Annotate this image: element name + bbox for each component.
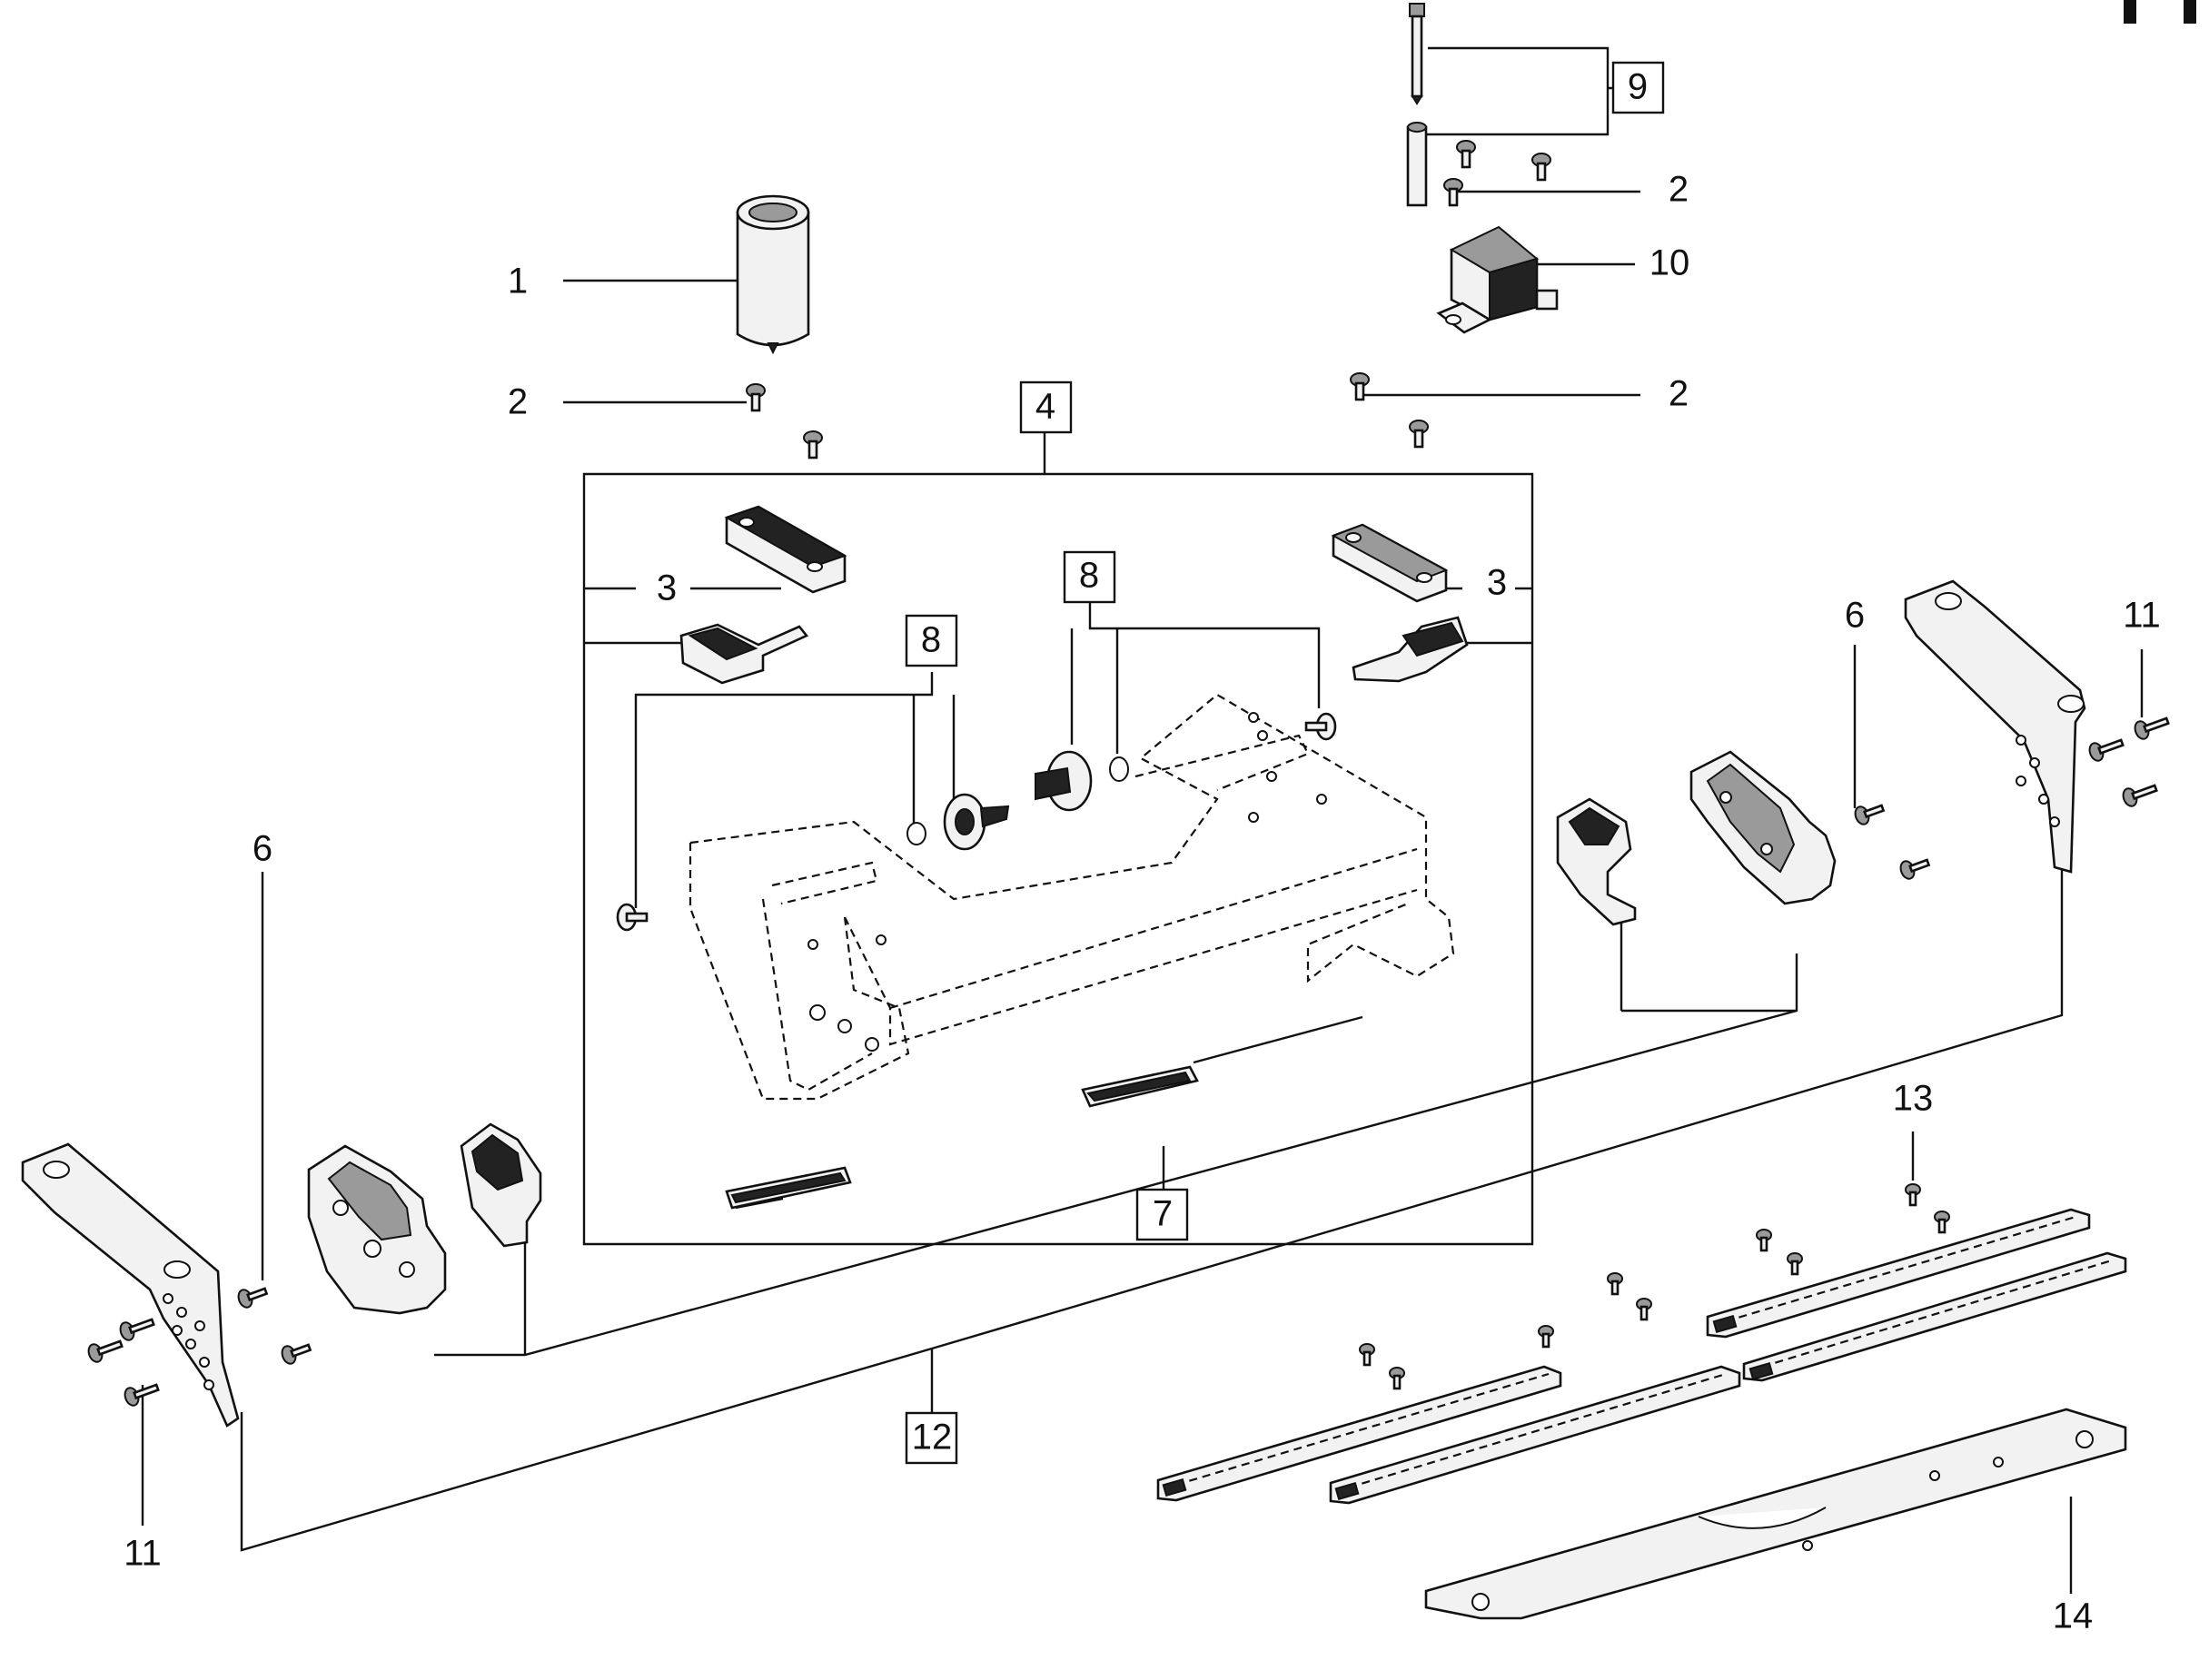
callout-9: 9 — [1628, 67, 1648, 107]
corner-marker — [2124, 0, 2136, 24]
callout-6: 6 — [253, 829, 272, 869]
callout-2: 2 — [508, 382, 528, 422]
callout-13: 13 — [1893, 1079, 1934, 1119]
guide-rail-icon — [1156, 1208, 2127, 1505]
bolt-and-spacer-icon — [1406, 3, 1428, 207]
spindle-sleeve-icon — [736, 194, 810, 355]
clamp-plate-icon — [1331, 523, 1469, 683]
screw-icon — [746, 140, 1551, 460]
callout-8: 8 — [1079, 556, 1099, 596]
side-bracket-icon — [1904, 579, 2086, 874]
callout-14: 14 — [2053, 1596, 2094, 1636]
screw-icon — [87, 716, 2170, 1407]
base-plate-icon — [1424, 1408, 2127, 1620]
callout-2: 2 — [1669, 170, 1689, 210]
segment-guide-icon — [307, 1122, 542, 1315]
callout-box — [1611, 61, 1665, 114]
callout-box — [905, 1411, 958, 1465]
callout-12: 12 — [912, 1418, 953, 1458]
callout-box — [1063, 550, 1116, 604]
rotary-knob-icon — [616, 712, 1337, 932]
screw-icon — [1359, 1183, 1950, 1390]
clip-icon — [725, 1065, 1199, 1210]
callout-1: 1 — [508, 262, 528, 301]
callout-3: 3 — [1487, 563, 1507, 603]
callout-8: 8 — [921, 620, 941, 660]
callout-box — [1019, 380, 1073, 434]
corner-marker — [2184, 0, 2196, 24]
clamp-plate-icon — [679, 505, 847, 685]
leader-lines — [141, 46, 2144, 1594]
callout-11: 11 — [2123, 596, 2161, 636]
motor-cap-icon — [1436, 225, 1559, 334]
callout-2: 2 — [1669, 374, 1689, 414]
frame-assembly-icon — [688, 693, 1455, 1101]
callout-box — [1135, 1188, 1189, 1241]
callout-6: 6 — [1845, 596, 1865, 636]
callout-3: 3 — [657, 568, 677, 608]
callout-4: 4 — [1035, 387, 1055, 427]
segment-guide-icon — [1556, 750, 1837, 926]
callout-10: 10 — [1649, 243, 1690, 283]
callout-7: 7 — [1153, 1194, 1173, 1234]
callout-labels: 1 2 2 2 3 3 4 6 6 7 8 8 9 10 11 11 12 13… — [124, 61, 2161, 1636]
callout-box — [905, 614, 958, 667]
callout-11: 11 — [124, 1534, 162, 1574]
side-bracket-icon — [21, 1142, 240, 1428]
